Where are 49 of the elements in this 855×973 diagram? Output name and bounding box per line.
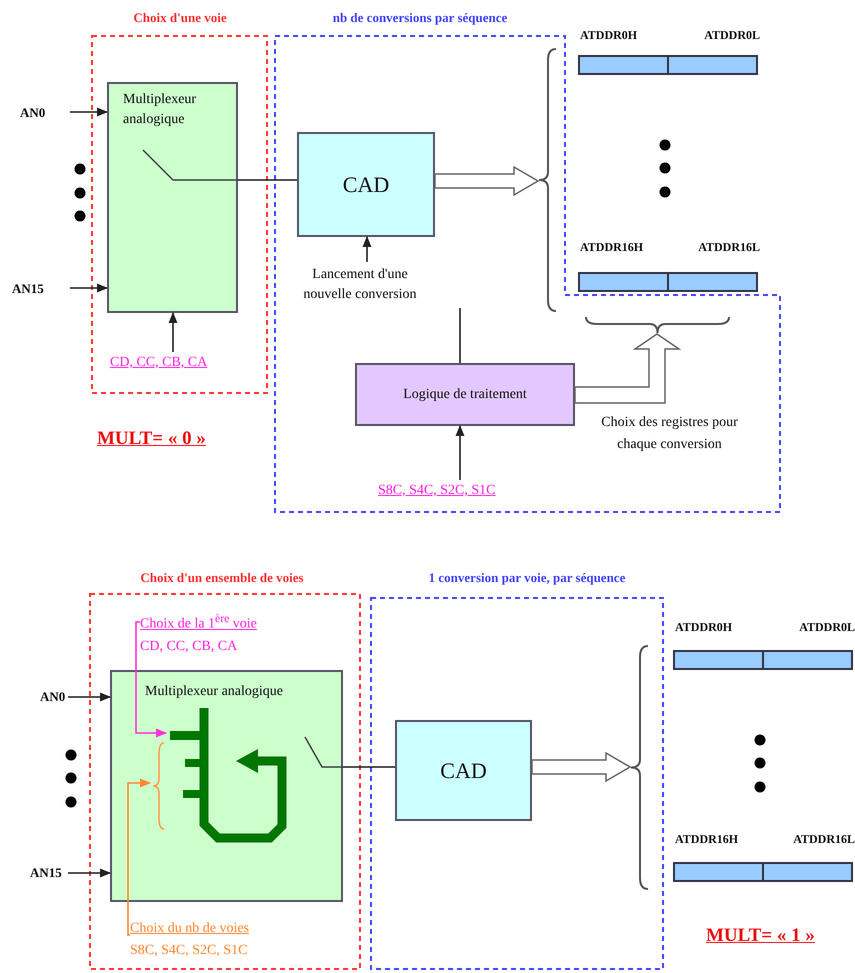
register-name: ATDDR0H [675,620,732,635]
group-title: Choix d'un ensemble de voies [140,570,304,586]
signal-name: AN0 [20,102,70,122]
edge-label: Choix des registres pour chaque conversion [600,414,739,454]
block-label: Multiplexeur analogique [145,683,284,701]
callout-title: Choix du nb de voies [130,920,249,938]
block-label: CAD [342,172,390,198]
register-name: ATDDR0L [704,28,760,43]
arrow [362,236,372,262]
block-label: Multiplexeur analogique [123,91,198,129]
group-title: 1 conversion par voie, par séquence [428,570,626,586]
signal-name: AN15 [12,278,70,298]
connector-line [343,766,395,768]
signal-name: AN15 [30,862,68,882]
callout-title: Choix de la 1$^{ère}$ voie [140,611,257,634]
arrow [456,424,464,480]
block-label: CAD [440,758,487,784]
process-box [355,363,575,426]
arrow [68,692,112,702]
connector-line [238,179,297,181]
arrow [70,284,108,292]
multiplexer-box [110,670,343,902]
arrow [127,778,152,936]
arrow [70,108,108,116]
control-bits: S8C, S4C, S2C, S1C [130,942,248,960]
mode-label: MULT= « 0 » [97,428,206,450]
control-bits: CD, CC, CB, CA [110,352,245,374]
block-arrow [434,166,540,196]
arrow [168,312,178,352]
process-box [395,720,532,821]
block-arrow [531,752,632,782]
arrow [68,868,112,878]
group-title: nb de conversions par séquence [332,10,508,26]
signal-name: AN0 [40,686,68,706]
control-bits: S8C, S4C, S2C, S1C [378,480,548,502]
connector-line [459,308,461,363]
register-name: ATDDR16H [580,240,644,255]
register-name: ATDDR16L [698,240,760,255]
mode-label: MULT= « 1 » [706,925,815,947]
block-label: Logique de traitement [403,386,527,402]
register-name: ATDDR0L [799,620,855,635]
register-name: ATDDR16H [675,832,738,847]
block-arrow [574,333,682,404]
multiplexer-box [107,82,238,313]
register-name: ATDDR16L [793,832,855,847]
register-name: ATDDR0H [580,28,638,43]
arrow [135,621,168,738]
process-box [297,132,435,237]
group-title: Choix d'une voie [133,10,227,26]
